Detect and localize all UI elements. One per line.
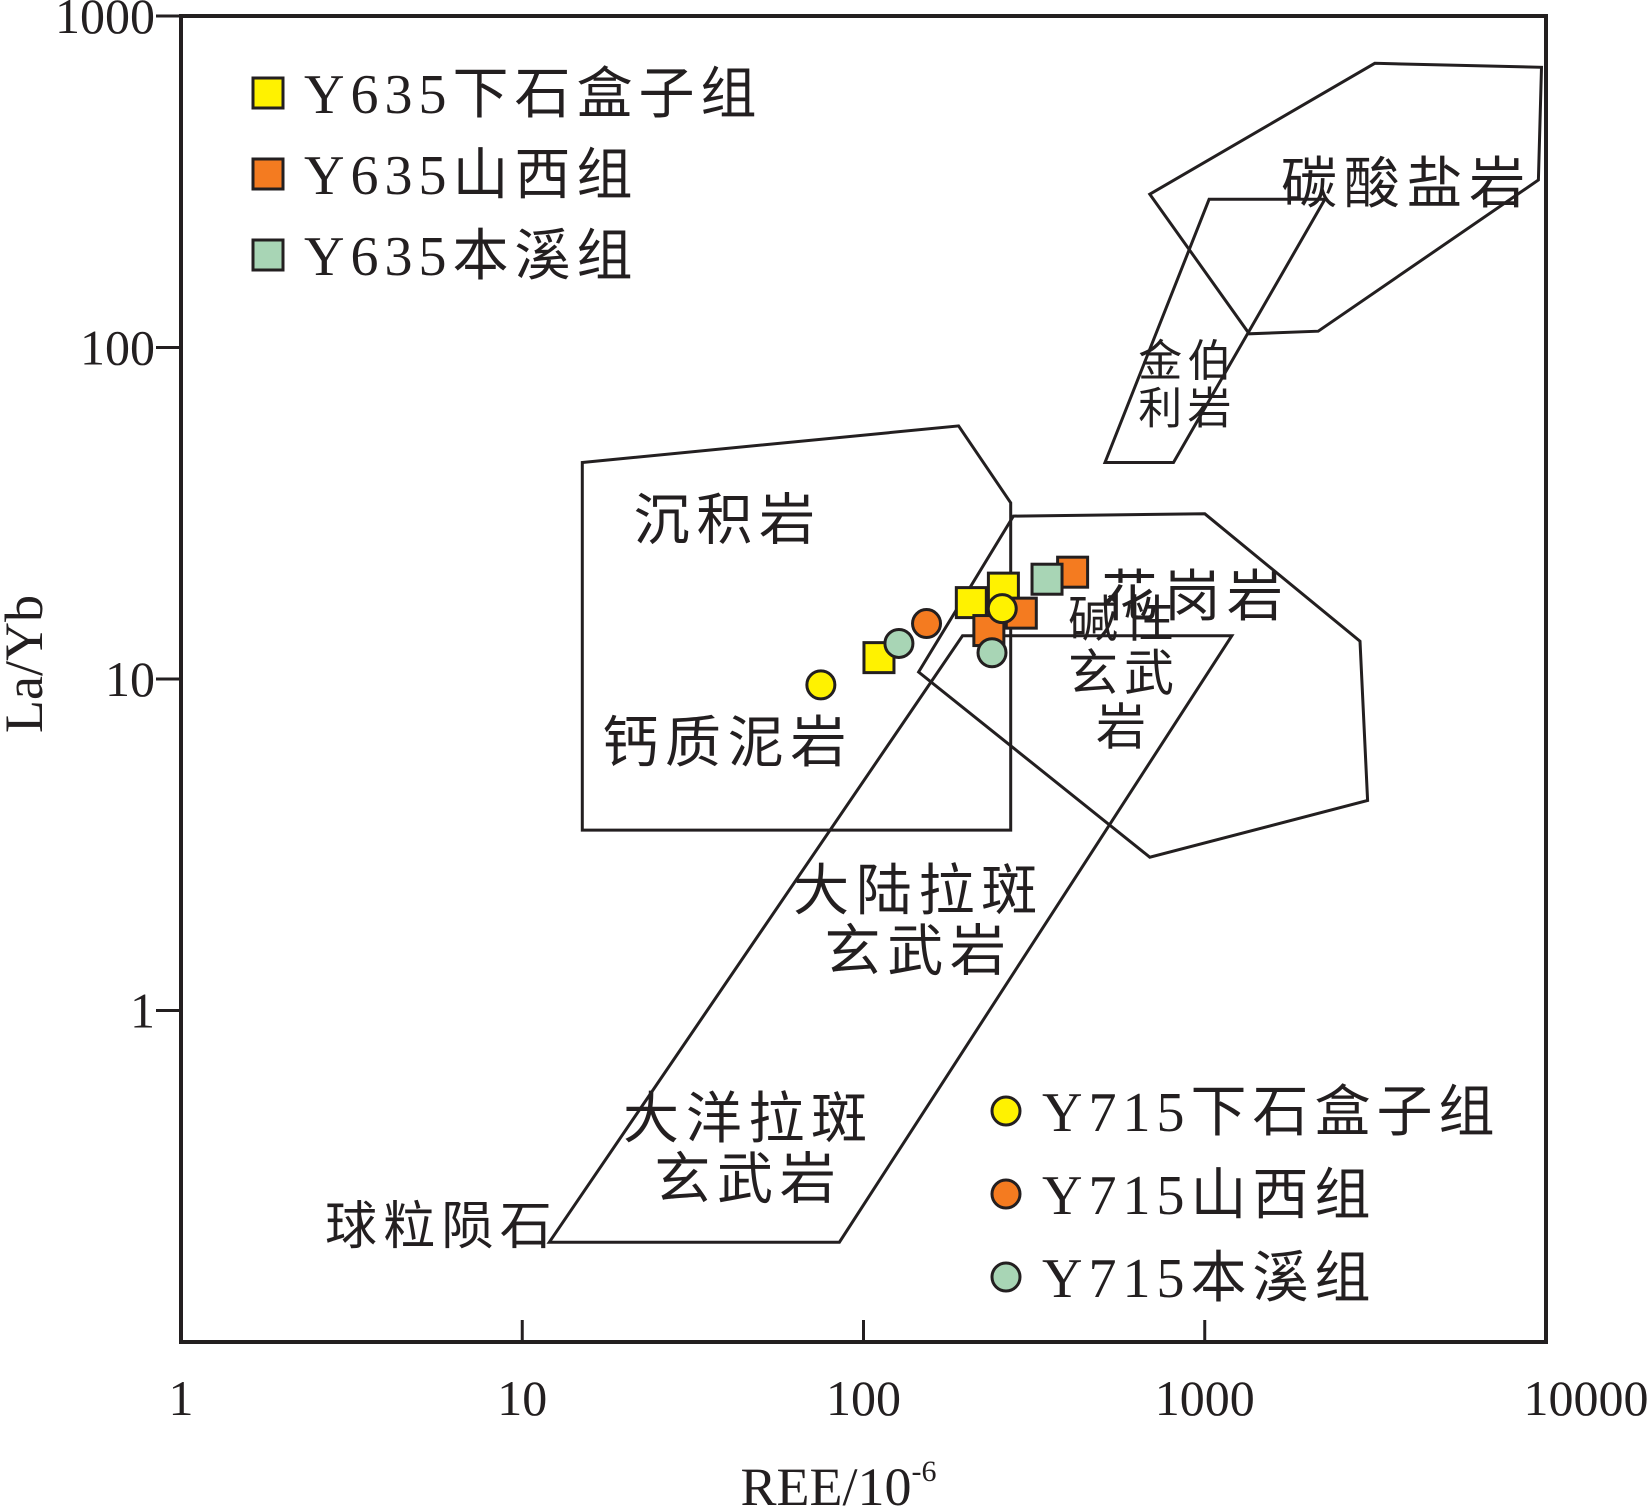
legend-marker-0-1 — [251, 157, 285, 191]
y-tick-label-0: 1 — [130, 983, 155, 1039]
data-point-s3-p0 — [805, 669, 837, 701]
region-label-4-line-0: 碳酸盐岩 — [1281, 152, 1532, 217]
region-label-0-line-0: 沉积岩 — [634, 488, 822, 553]
region-label-2-line-0: 花岗岩 — [1101, 565, 1289, 630]
legend-marker-0-0 — [251, 76, 285, 110]
region-label-1-line-0: 钙质泥岩 — [602, 711, 853, 776]
region-label-5-line-0: 金伯 — [1138, 336, 1237, 387]
data-point-s2-p0 — [1030, 562, 1064, 596]
y-axis-title: La/Yb — [0, 595, 54, 733]
data-point-s5-p1 — [976, 637, 1008, 669]
points-layer — [805, 555, 1090, 701]
x-axis-title: REE/10-6 — [741, 1455, 937, 1508]
legend-label-1-1: Y715山西组 — [1042, 1165, 1376, 1227]
legend-label-1-0: Y715下石盒子组 — [1042, 1082, 1500, 1144]
ticks-layer — [156, 14, 1548, 1342]
data-point-s3-p1 — [986, 593, 1018, 625]
legend-label-1-2: Y715本溪组 — [1042, 1248, 1376, 1310]
x-tick-label-0: 1 — [169, 1370, 194, 1426]
x-axis-title-main: REE/10 — [741, 1457, 912, 1508]
region-polygon-5 — [1102, 197, 1328, 464]
region-label-3-line-2: 岩 — [1096, 698, 1152, 756]
region-label-6-line-0: 大陆拉斑 — [793, 859, 1044, 924]
legend-layer: Y635下石盒子组 Y635山西组 Y635本溪组 Y715下石盒子组 Y715山西组 Y… — [251, 64, 1500, 1310]
legend-marker-1-1 — [990, 1178, 1022, 1210]
data-point-s5-p0 — [883, 627, 915, 659]
legend-label-0-1: Y635山西组 — [304, 145, 638, 207]
x-tick-label-4: 10000 — [1524, 1370, 1648, 1426]
x-tick-label-2: 100 — [826, 1370, 901, 1426]
legend-label-0-2: Y635本溪组 — [304, 226, 638, 288]
region-label-3-line-0: 碱性 — [1068, 590, 1180, 648]
region-labels-layer: 沉积岩钙质泥岩花岗岩碱性玄武岩碳酸盐岩金伯利岩大陆拉斑玄武岩大洋拉斑玄武岩球粒陨… — [325, 152, 1532, 1257]
y-tick-label-3: 1000 — [55, 0, 155, 44]
legend-label-0-0: Y635下石盒子组 — [304, 64, 762, 126]
data-point-s4-p0 — [911, 608, 943, 640]
region-label-3-line-1: 玄武 — [1068, 644, 1180, 702]
x-tick-label-1: 10 — [497, 1370, 547, 1426]
y-tick-label-1: 10 — [105, 651, 155, 707]
tick-labels-layer: 1 10 100 1000 10000 1 10 100 1000 — [55, 0, 1648, 1426]
y-tick-label-2: 100 — [80, 320, 155, 376]
region-label-8-line-0: 球粒陨石 — [325, 1197, 558, 1257]
data-point-s0-p1 — [954, 586, 988, 620]
region-label-5-line-1: 利岩 — [1138, 383, 1237, 434]
region-polygon-6 — [546, 634, 1235, 1244]
region-polygon-0 — [580, 424, 1013, 832]
region-polygon-2 — [916, 512, 1370, 859]
region-label-7-line-0: 大洋拉斑 — [623, 1087, 874, 1152]
legend-marker-0-2 — [251, 238, 285, 272]
regions-layer — [546, 61, 1544, 1244]
region-label-6-line-1: 玄武岩 — [824, 920, 1012, 985]
legend-marker-1-0 — [990, 1095, 1022, 1127]
x-tick-label-3: 1000 — [1155, 1370, 1255, 1426]
legend-marker-1-2 — [990, 1261, 1022, 1293]
region-label-7-line-1: 玄武岩 — [654, 1148, 842, 1213]
x-axis-title-sup: -6 — [912, 1455, 937, 1488]
